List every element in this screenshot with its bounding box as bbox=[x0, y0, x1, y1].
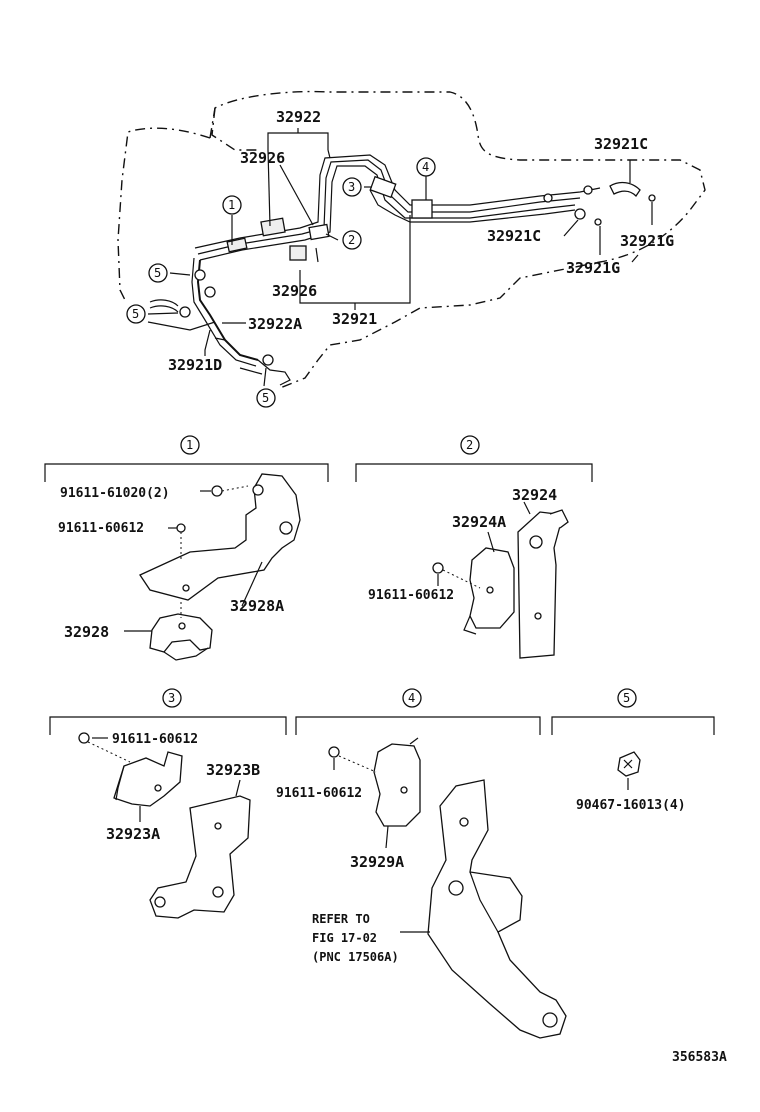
callout-2: 2 bbox=[348, 233, 355, 247]
top-labels: 32922 32926 32926 32921C 32921C 32921G 3… bbox=[168, 108, 674, 374]
callout-5-c: 5 bbox=[262, 391, 269, 405]
g4-label-32929A: 32929A bbox=[350, 853, 404, 871]
g2-label-32924: 32924 bbox=[512, 486, 557, 504]
group-4: 4 91611-60612 32929A REFER TO FIG 17-02 … bbox=[276, 688, 567, 1039]
g4-label-91611-60612: 91611-60612 bbox=[276, 786, 362, 801]
callout-5-b: 5 bbox=[132, 307, 139, 321]
g3-label-91611-60612: 91611-60612 bbox=[112, 732, 198, 747]
label-32921: 32921 bbox=[332, 310, 377, 328]
g1-label-32928A: 32928A bbox=[230, 597, 284, 615]
g4-note-line-1: REFER TO bbox=[312, 912, 370, 926]
group-2: 2 32924 32924A 91611-60612 bbox=[355, 435, 593, 659]
label-32921C-b: 32921C bbox=[487, 227, 541, 245]
group-5-number: 5 bbox=[623, 691, 630, 705]
group-2-number: 2 bbox=[466, 438, 473, 452]
top-callouts: 1 2 3 4 5 5 5 bbox=[126, 157, 436, 408]
callout-4: 4 bbox=[422, 160, 429, 174]
g1-label-32928: 32928 bbox=[64, 623, 109, 641]
diagram-code: 356583A bbox=[672, 1050, 727, 1065]
g4-note-line-2: FIG 17-02 bbox=[312, 931, 377, 945]
g1-label-91611-60612: 91611-60612 bbox=[58, 521, 144, 536]
pipe-assembly bbox=[149, 154, 656, 386]
top-leader-lines bbox=[147, 128, 653, 387]
callout-5-a: 5 bbox=[154, 266, 161, 280]
group-4-number: 4 bbox=[408, 691, 415, 705]
g1-label-91611-61020: 91611-61020(2) bbox=[60, 486, 170, 501]
g3-label-32923A: 32923A bbox=[106, 825, 160, 843]
g4-note-line-3: (PNC 17506A) bbox=[312, 950, 399, 964]
transmission-outline bbox=[117, 90, 706, 389]
g2-label-32924A: 32924A bbox=[452, 513, 506, 531]
label-32921C-a: 32921C bbox=[594, 135, 648, 153]
g3-label-32923B: 32923B bbox=[206, 761, 260, 779]
callout-1: 1 bbox=[228, 198, 235, 212]
group-5: 5 90467-16013(4) bbox=[551, 688, 715, 813]
label-32922A: 32922A bbox=[248, 315, 302, 333]
label-32921D: 32921D bbox=[168, 356, 222, 374]
label-32926-a: 32926 bbox=[240, 149, 285, 167]
label-32922: 32922 bbox=[276, 108, 321, 126]
label-32921G-a: 32921G bbox=[620, 232, 674, 250]
group-3-number: 3 bbox=[168, 691, 175, 705]
group-1-number: 1 bbox=[186, 438, 193, 452]
g2-label-91611-60612: 91611-60612 bbox=[368, 588, 454, 603]
callout-3: 3 bbox=[348, 180, 355, 194]
group-3: 3 91611-60612 32923B 32923A bbox=[49, 688, 287, 919]
label-32926-b: 32926 bbox=[272, 282, 317, 300]
label-32921G-b: 32921G bbox=[566, 259, 620, 277]
group-1: 1 91611-61020(2) 91611-60612 32928A 3292… bbox=[44, 435, 329, 661]
g5-label-90467-16013: 90467-16013(4) bbox=[576, 798, 686, 813]
